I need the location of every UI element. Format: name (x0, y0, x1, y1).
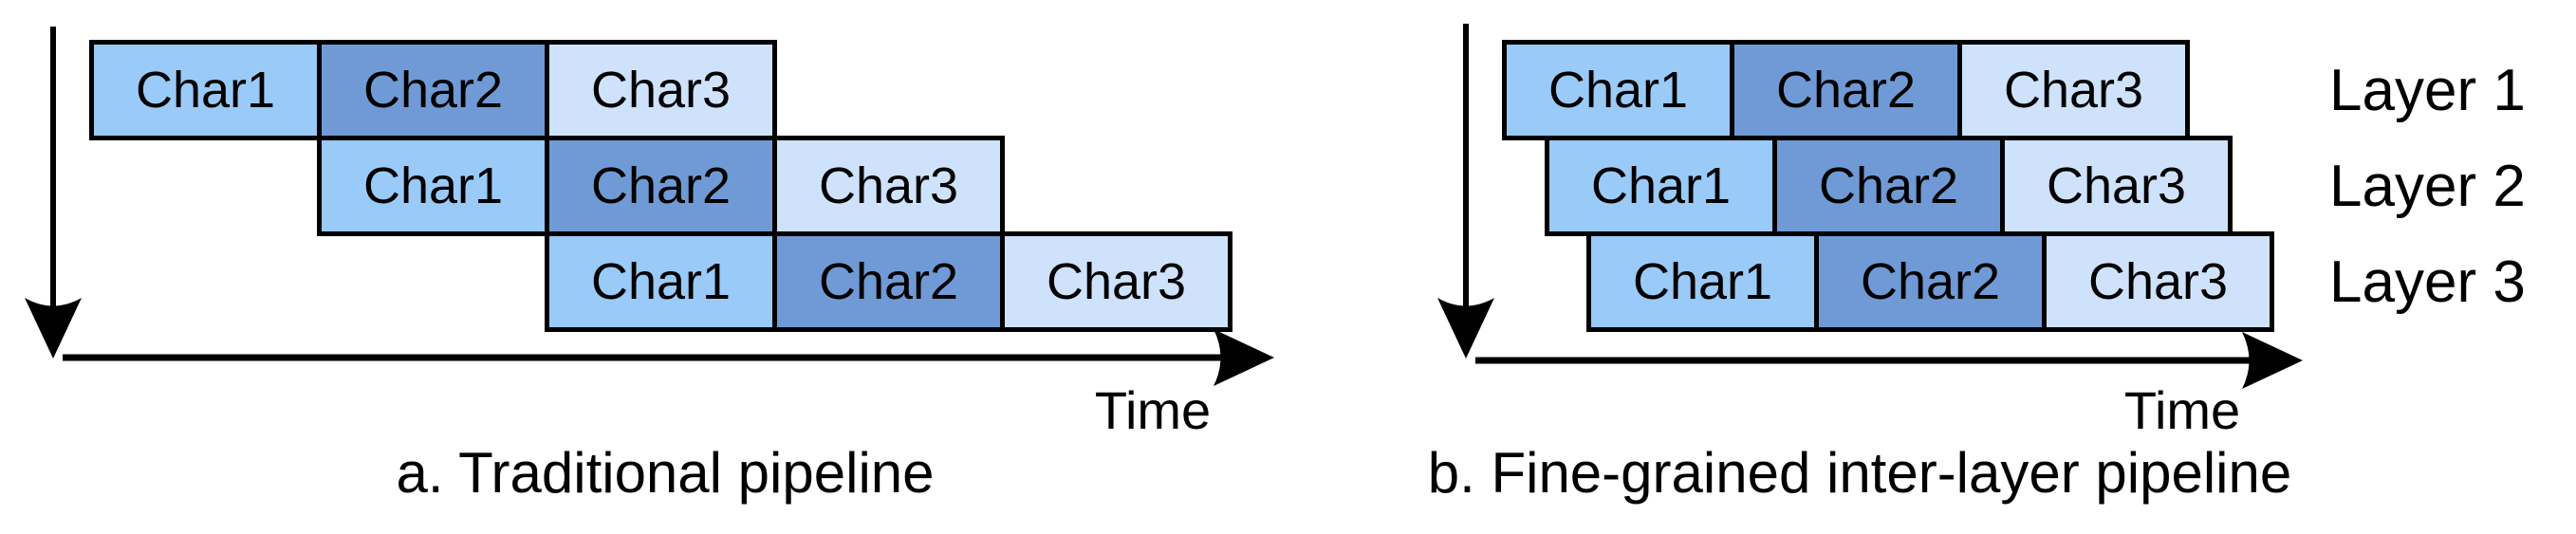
pipeline-a-row-3: Char1 Char2 Char3 (545, 231, 1232, 332)
pipeline-cell: Char1 (317, 136, 549, 236)
pipeline-cell: Char3 (2042, 231, 2274, 332)
pipeline-cell: Char1 (89, 40, 322, 140)
sequence-axis-a (25, 27, 82, 359)
layer-label-3: Layer 3 (2329, 249, 2526, 315)
pipeline-b-row-3: Char1 Char2 Char3 (1586, 231, 2274, 332)
pipeline-cell: Char1 (545, 231, 777, 332)
pipeline-a-row-2: Char1 Char2 Char3 (317, 136, 1005, 236)
pipeline-cell: Char1 (1545, 136, 1777, 236)
pipeline-cell: Char2 (317, 40, 549, 140)
pipeline-cell: Char2 (1730, 40, 1962, 140)
pipeline-a-row-1: Char1 Char2 Char3 (89, 40, 777, 140)
pipeline-cell: Char2 (772, 231, 1005, 332)
pipeline-cell: Char3 (1000, 231, 1232, 332)
pipeline-cell: Char1 (1586, 231, 1819, 332)
sequence-axis-b (1437, 24, 1494, 359)
layer-label-1: Layer 1 (2329, 57, 2526, 123)
caption-a: a. Traditional pipeline (396, 441, 935, 505)
pipeline-cell: Char3 (772, 136, 1005, 236)
time-axis-label-b: Time (2123, 380, 2241, 440)
layer-label-2: Layer 2 (2329, 153, 2526, 219)
time-axis-a (63, 329, 1274, 386)
caption-b: b. Fine-grained inter-layer pipeline (1427, 441, 2292, 505)
pipeline-b-row-1: Char1 Char2 Char3 (1502, 40, 2190, 140)
time-axis-label-a: Time (1094, 380, 1212, 440)
pipeline-cell: Char3 (1957, 40, 2190, 140)
time-axis-b (1475, 332, 2303, 389)
pipeline-cell: Char2 (545, 136, 777, 236)
pipeline-cell: Char2 (1814, 231, 2047, 332)
pipeline-cell: Char1 (1502, 40, 1734, 140)
pipeline-cell: Char3 (2000, 136, 2233, 236)
pipeline-cell: Char2 (1772, 136, 2005, 236)
pipeline-b-row-2: Char1 Char2 Char3 (1545, 136, 2233, 236)
pipeline-cell: Char3 (545, 40, 777, 140)
